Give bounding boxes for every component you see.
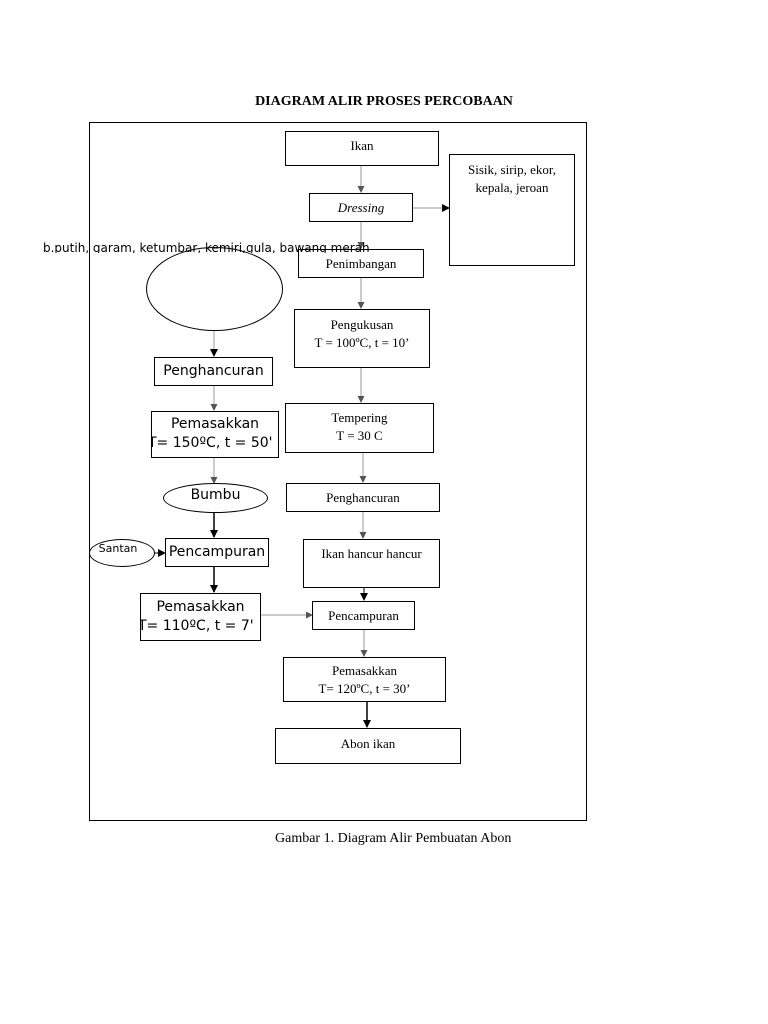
box-pencampuran-main: Pencampuran <box>312 601 415 630</box>
box-penghancuran-main: Penghancuran <box>286 483 440 512</box>
ellipse-ingredients <box>146 247 283 331</box>
ellipse-santan <box>89 539 155 567</box>
bumbu-label: Bumbu <box>190 487 241 503</box>
figure-caption: Gambar 1. Diagram Alir Pembuatan Abon <box>275 831 512 846</box>
box-pengukusan: Pengukusan T = 100ºC, t = 10’ <box>294 309 430 368</box>
box-tempering: Tempering T = 30 C <box>285 403 434 453</box>
ingredients-label: b.putih, garam, ketumbar, kemiri,gula, b… <box>43 241 370 253</box>
box-pencampuran-spice: Pencampuran <box>165 538 269 567</box>
box-ikan-hancur: Ikan hancur hancur <box>303 539 440 588</box>
box-pemasakkan-150: Pemasakkan T= 150ºC, t = 50' <box>151 411 279 458</box>
box-abon-ikan: Abon ikan <box>275 728 461 764</box>
diagram-frame <box>89 122 587 821</box>
box-pemasakkan-110: Pemasakkan T= 110ºC, t = 7' <box>140 593 261 641</box>
box-penimbangan: Penimbangan <box>298 249 424 278</box>
box-ikan: Ikan <box>285 131 439 166</box>
box-waste: Sisik, sirip, ekor, kepala, jeroan <box>449 154 575 266</box>
ellipse-bumbu <box>163 483 268 513</box>
box-dressing: Dressing <box>309 193 413 222</box>
box-penghancuran-spice: Penghancuran <box>154 357 273 386</box>
diagram-title: DIAGRAM ALIR PROSES PERCOBAAN <box>255 94 513 109</box>
box-pemasakkan-main: Pemasakkan T= 120ºC, t = 30’ <box>283 657 446 702</box>
santan-label: Santan <box>98 542 138 555</box>
